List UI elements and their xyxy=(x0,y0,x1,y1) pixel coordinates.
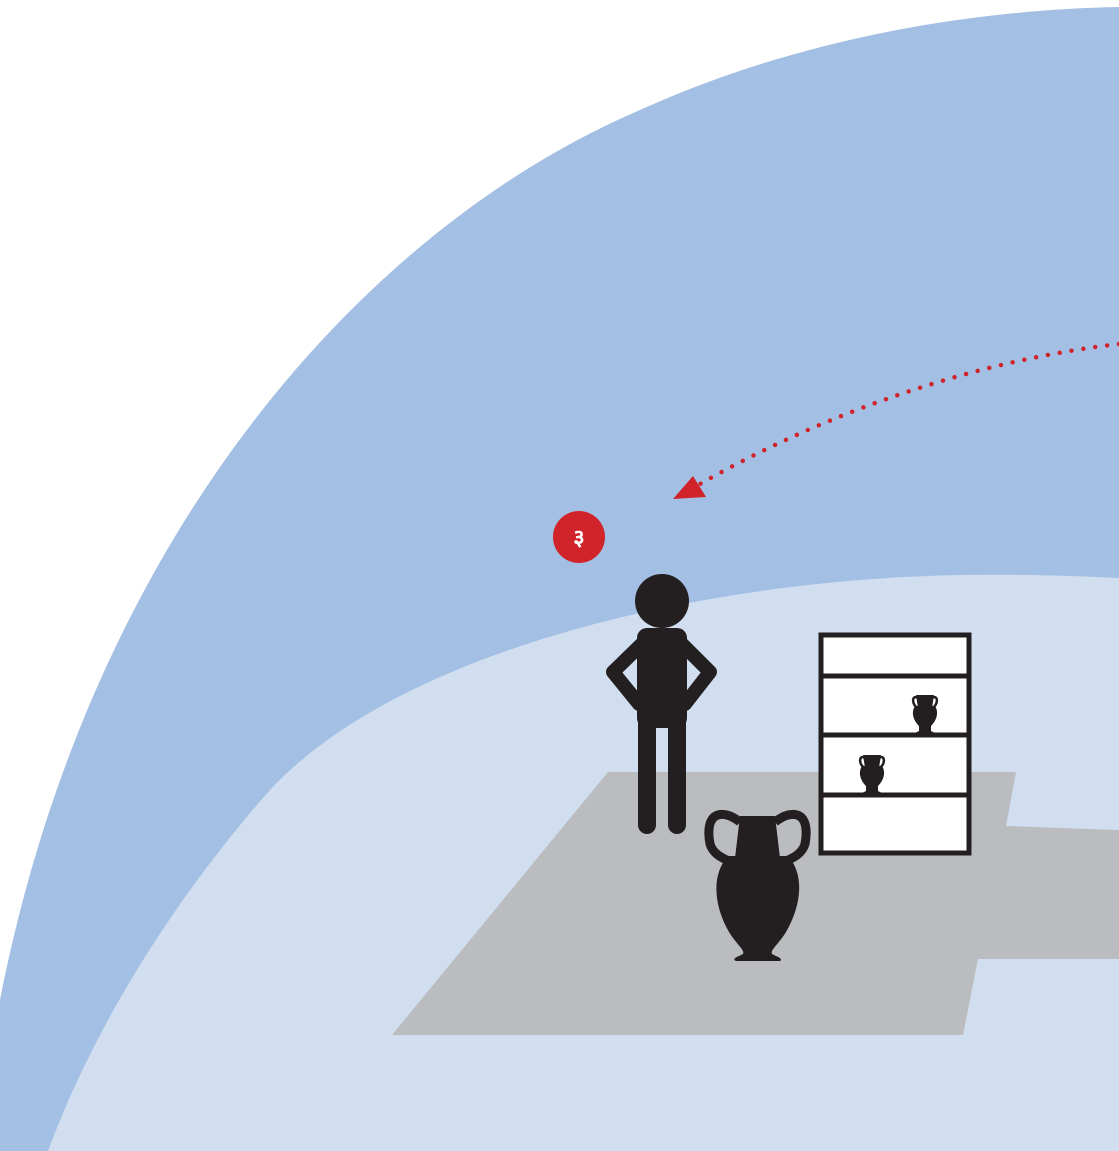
numbered-marker-icon: ३ xyxy=(553,511,605,563)
display-cabinet-icon xyxy=(821,635,969,853)
marker-label: ३ xyxy=(573,526,584,551)
